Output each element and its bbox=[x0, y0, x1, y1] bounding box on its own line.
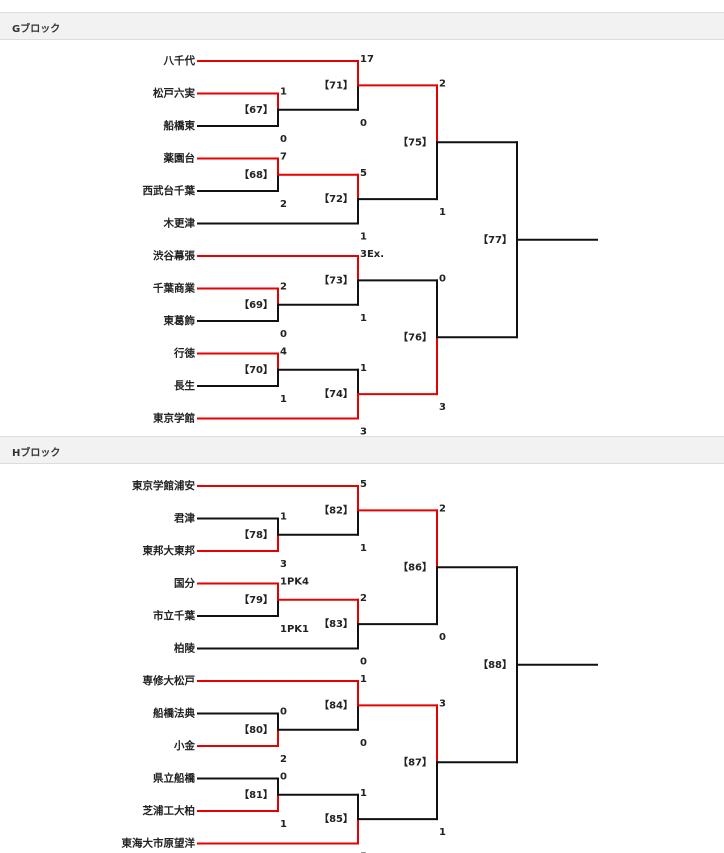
team-name: 専修大松戸 bbox=[143, 674, 196, 687]
team-name: 西武台千葉 bbox=[143, 184, 196, 197]
team-name: 長生 bbox=[174, 379, 195, 392]
score-bottom: 2 bbox=[280, 754, 287, 765]
match-label: 【80】 bbox=[239, 723, 273, 736]
team-name: 小金 bbox=[173, 739, 195, 752]
match-label: 【81】 bbox=[239, 788, 273, 801]
team-name: 国分 bbox=[174, 577, 195, 590]
score-bottom: 3 bbox=[360, 427, 367, 438]
team-name: 東海大市原望洋 bbox=[122, 837, 196, 850]
match-label: 【82】 bbox=[319, 503, 353, 516]
score-bottom: 0 bbox=[360, 738, 367, 749]
score-bottom: 1PK1 bbox=[280, 624, 309, 635]
score-bottom: 0 bbox=[280, 134, 287, 145]
team-name: 木更津 bbox=[163, 217, 196, 230]
score-bottom: 0 bbox=[360, 118, 367, 129]
score-bottom: 1 bbox=[439, 207, 446, 218]
match-label: 【85】 bbox=[319, 812, 353, 825]
score-bottom: 2 bbox=[280, 199, 287, 210]
score-top: 5 bbox=[360, 168, 367, 179]
score-bottom: 1 bbox=[280, 394, 287, 405]
score-top: 1 bbox=[280, 87, 287, 98]
match-label: 【77】 bbox=[478, 233, 512, 246]
match-label: 【69】 bbox=[239, 298, 273, 311]
team-name: 市立千葉 bbox=[153, 609, 195, 622]
block-header-h: Hブロック bbox=[0, 436, 724, 464]
score-top: 1 bbox=[360, 363, 367, 374]
match-label: 【67】 bbox=[239, 103, 273, 116]
match-label: 【72】 bbox=[319, 192, 353, 205]
match-label: 【68】 bbox=[239, 168, 273, 181]
score-top: 0 bbox=[439, 273, 446, 284]
score-top: 3 bbox=[439, 698, 446, 709]
score-top: 17 bbox=[360, 54, 374, 65]
team-name: 東葛飾 bbox=[164, 314, 196, 327]
score-top: 5 bbox=[360, 479, 367, 490]
match-label: 【74】 bbox=[319, 387, 353, 400]
team-name: 東京学館浦安 bbox=[132, 479, 195, 492]
score-top: 1 bbox=[280, 512, 287, 523]
score-top: 4 bbox=[280, 347, 287, 358]
match-label: 【70】 bbox=[239, 363, 273, 376]
team-name: 八千代 bbox=[163, 54, 196, 67]
score-bottom: 0 bbox=[360, 657, 367, 668]
score-top: 0 bbox=[280, 772, 287, 783]
team-name: 芝浦工大柏 bbox=[143, 804, 196, 817]
score-bottom: 0 bbox=[280, 329, 287, 340]
match-label: 【84】 bbox=[319, 698, 353, 711]
score-top: 2 bbox=[360, 593, 367, 604]
team-name: 船橋法典 bbox=[153, 707, 195, 720]
score-top: 0 bbox=[280, 707, 287, 718]
team-name: 君津 bbox=[174, 512, 195, 525]
score-bottom: 3 bbox=[280, 559, 287, 570]
score-top: 1PK4 bbox=[280, 577, 309, 588]
score-top: 2 bbox=[439, 78, 446, 89]
match-label: 【83】 bbox=[319, 617, 353, 630]
match-label: 【86】 bbox=[398, 560, 432, 573]
score-bottom: 1 bbox=[360, 543, 367, 554]
match-label: 【73】 bbox=[319, 273, 353, 286]
team-name: 船橋東 bbox=[164, 119, 196, 132]
score-top: 7 bbox=[280, 152, 287, 163]
score-top: 2 bbox=[280, 282, 287, 293]
team-name: 千葉商業 bbox=[153, 282, 195, 295]
block-header-g: Gブロック bbox=[0, 12, 724, 40]
match-label: 【79】 bbox=[239, 593, 273, 606]
score-bottom: 0 bbox=[439, 632, 446, 643]
score-bottom: 1 bbox=[360, 313, 367, 324]
score-bottom: 1 bbox=[439, 827, 446, 838]
score-top: 3Ex. bbox=[360, 249, 384, 260]
team-name: 行徳 bbox=[173, 347, 195, 360]
team-name: 柏陵 bbox=[174, 642, 195, 655]
match-label: 【88】 bbox=[478, 658, 512, 671]
match-label: 【76】 bbox=[398, 330, 432, 343]
score-top: 1 bbox=[360, 674, 367, 685]
team-name: 東邦大東邦 bbox=[143, 544, 196, 557]
score-bottom: 1 bbox=[360, 232, 367, 243]
team-name: 県立船橋 bbox=[153, 772, 195, 785]
score-bottom: 3 bbox=[439, 402, 446, 413]
team-name: 東京学館 bbox=[153, 412, 195, 425]
score-bottom: 1 bbox=[280, 819, 287, 830]
match-label: 【78】 bbox=[239, 528, 273, 541]
match-label: 【71】 bbox=[319, 78, 353, 91]
score-top: 1 bbox=[360, 788, 367, 799]
match-label: 【75】 bbox=[398, 135, 432, 148]
score-bottom: 5 bbox=[360, 852, 367, 853]
score-top: 2 bbox=[439, 503, 446, 514]
team-name: 渋谷幕張 bbox=[153, 249, 195, 262]
team-name: 松戸六実 bbox=[153, 87, 195, 100]
match-label: 【87】 bbox=[398, 755, 432, 768]
block-title-g: Gブロック bbox=[12, 24, 61, 35]
block-title-h: Hブロック bbox=[12, 448, 61, 459]
team-name: 薬園台 bbox=[163, 152, 196, 165]
